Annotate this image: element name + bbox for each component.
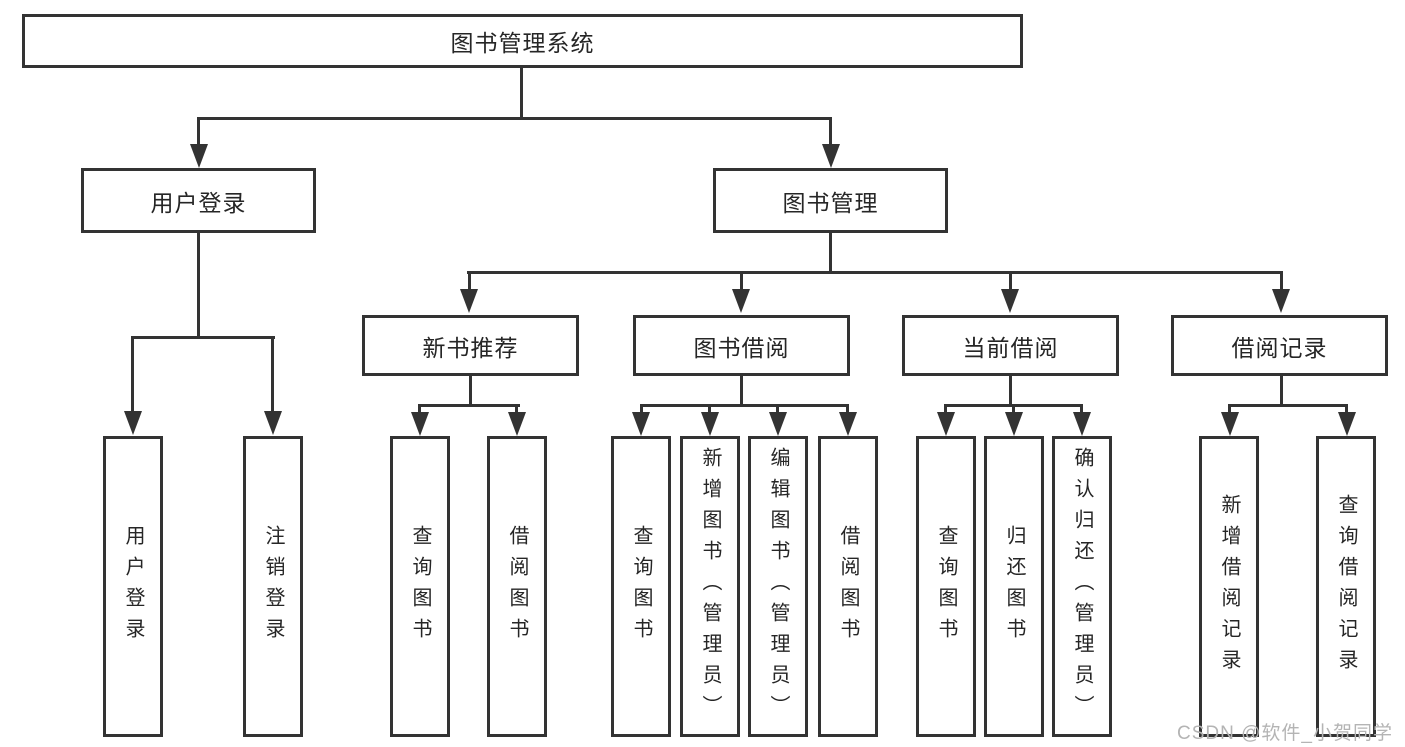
arrow-down-icon — [124, 411, 142, 435]
leaf-user-login: 用户登录 — [103, 436, 163, 737]
arrow-down-icon — [937, 412, 955, 436]
leaf-recommend-borrow-books-label: 借阅图书 — [506, 524, 528, 649]
connector-user-horizontal — [131, 336, 275, 339]
node-user-login: 用户登录 — [81, 168, 316, 233]
connector-leaf-stem — [776, 406, 779, 416]
connector-leaves-horizontal — [944, 404, 1083, 407]
connector-leaf-stem — [1345, 406, 1348, 416]
connector-root-horizontal — [197, 117, 832, 120]
connector-leaf-stem — [846, 406, 849, 416]
leaf-current-query-books: 查询图书 — [916, 436, 976, 737]
leaf-query-borrow-record: 查询借阅记录 — [1316, 436, 1376, 737]
connector-leaf-stem — [1228, 406, 1231, 416]
leaf-edit-books-admin-label: 编辑图书（管理员） — [767, 447, 789, 726]
leaf-add-borrow-record-label: 新增借阅记录 — [1218, 493, 1240, 680]
connector-leaves-horizontal — [1228, 404, 1348, 407]
arrow-down-icon — [632, 412, 650, 436]
connector-section-stem — [1280, 273, 1283, 291]
leaf-user-login-label: 用户登录 — [122, 524, 144, 649]
connector-section-stem — [1009, 273, 1012, 291]
connector-mgmt-stem — [829, 119, 832, 150]
arrow-down-icon — [1338, 412, 1356, 436]
connector-section-down — [469, 376, 472, 406]
arrow-down-icon — [701, 412, 719, 436]
node-root-label: 图书管理系统 — [450, 30, 595, 56]
node-root: 图书管理系统 — [22, 14, 1023, 68]
arrow-down-icon — [264, 411, 282, 435]
node-book-borrow: 图书借阅 — [633, 315, 850, 376]
arrow-down-icon — [1005, 412, 1023, 436]
arrow-down-icon — [1073, 412, 1091, 436]
leaf-recommend-query-books-label: 查询图书 — [409, 524, 431, 649]
connector-leaf-stem — [131, 338, 134, 414]
arrow-down-icon — [1001, 289, 1019, 313]
node-new-book-recommend-label: 新书推荐 — [422, 334, 519, 361]
arrow-down-icon — [460, 289, 478, 313]
arrow-down-icon — [839, 412, 857, 436]
leaf-add-books-admin-label: 新增图书（管理员） — [699, 447, 721, 726]
leaf-add-borrow-record: 新增借阅记录 — [1199, 436, 1259, 737]
node-borrow-records: 借阅记录 — [1171, 315, 1388, 376]
arrow-down-icon — [822, 144, 840, 168]
leaf-add-books-admin: 新增图书（管理员） — [680, 436, 740, 737]
connector-user-down — [197, 233, 200, 338]
arrow-down-icon — [190, 144, 208, 168]
leaf-borrow-query-books: 查询图书 — [611, 436, 671, 737]
connector-user-stem — [197, 119, 200, 150]
node-borrow-records-label: 借阅记录 — [1231, 334, 1328, 361]
connector-leaf-stem — [271, 338, 274, 414]
connector-leaves-horizontal — [640, 404, 849, 407]
leaf-recommend-query-books: 查询图书 — [390, 436, 450, 737]
arrow-down-icon — [508, 412, 526, 436]
connector-mgmt-down — [829, 233, 832, 273]
arrow-down-icon — [1272, 289, 1290, 313]
leaf-borrow-books: 借阅图书 — [818, 436, 878, 737]
node-current-borrow-label: 当前借阅 — [962, 334, 1059, 361]
leaf-return-books-label: 归还图书 — [1003, 524, 1025, 649]
arrow-down-icon — [411, 412, 429, 436]
connector-section-stem — [740, 273, 743, 291]
connector-leaf-stem — [515, 406, 518, 416]
connector-leaves-horizontal — [418, 404, 520, 407]
connector-section-stem — [468, 273, 471, 291]
leaf-borrow-books-label: 借阅图书 — [837, 524, 859, 649]
connector-leaf-stem — [640, 406, 643, 416]
leaf-confirm-return-admin: 确认归还（管理员） — [1052, 436, 1112, 737]
connector-leaf-stem — [708, 406, 711, 416]
node-user-login-label: 用户登录 — [150, 189, 247, 216]
node-current-borrow: 当前借阅 — [902, 315, 1119, 376]
leaf-recommend-borrow-books: 借阅图书 — [487, 436, 547, 737]
connector-root-stem — [520, 68, 523, 119]
connector-leaf-stem — [944, 406, 947, 416]
node-new-book-recommend: 新书推荐 — [362, 315, 579, 376]
connector-mgmt-horizontal — [467, 271, 1283, 274]
leaf-borrow-query-books-label: 查询图书 — [630, 524, 652, 649]
leaf-logout-label: 注销登录 — [262, 524, 284, 649]
leaf-query-borrow-record-label: 查询借阅记录 — [1335, 493, 1357, 680]
node-book-management-label: 图书管理 — [782, 189, 879, 216]
connector-section-down — [1009, 376, 1012, 406]
leaf-logout: 注销登录 — [243, 436, 303, 737]
node-book-management: 图书管理 — [713, 168, 948, 233]
leaf-edit-books-admin: 编辑图书（管理员） — [748, 436, 808, 737]
arrow-down-icon — [1221, 412, 1239, 436]
leaf-return-books: 归还图书 — [984, 436, 1044, 737]
watermark: CSDN @软件_小贺同学 — [1177, 723, 1393, 744]
connector-section-down — [1280, 376, 1283, 406]
arrow-down-icon — [732, 289, 750, 313]
node-book-borrow-label: 图书借阅 — [693, 334, 790, 361]
leaf-confirm-return-admin-label: 确认归还（管理员） — [1071, 447, 1093, 726]
connector-section-down — [740, 376, 743, 406]
connector-leaf-stem — [1012, 406, 1015, 416]
arrow-down-icon — [769, 412, 787, 436]
connector-leaf-stem — [1080, 406, 1083, 416]
connector-leaf-stem — [418, 406, 421, 416]
leaf-current-query-books-label: 查询图书 — [935, 524, 957, 649]
